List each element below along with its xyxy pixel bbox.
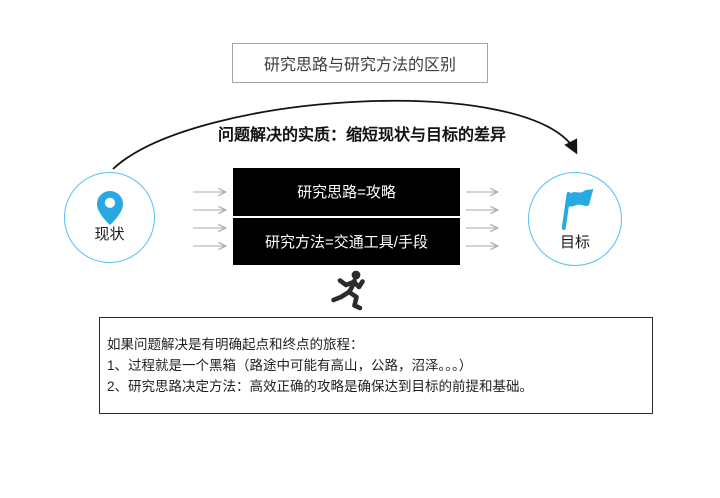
current-state-node: 现状 xyxy=(64,172,155,263)
subtitle-text: 问题解决的实质：缩短现状与目标的差异 xyxy=(217,127,506,144)
approach-box-text: 研究思路=攻略 xyxy=(297,184,396,202)
flag-icon xyxy=(561,188,594,230)
flow-arrows-left xyxy=(193,187,228,251)
note-line-3: 2、研究思路决定方法：高效正确的攻略是确保达到目标的前提和基础。 xyxy=(107,379,534,394)
note-line-1: 如果问题解决是有明确起点和终点的旅程： xyxy=(107,337,364,352)
title-text: 研究思路与研究方法的区别 xyxy=(263,57,456,74)
title-box: 研究思路与研究方法的区别 xyxy=(232,43,488,83)
note-box: 如果问题解决是有明确起点和终点的旅程： 1、过程就是一个黑箱（路途中可能有高山，… xyxy=(99,317,653,414)
process-boxes: 研究思路=攻略 研究方法=交通工具/手段 xyxy=(233,168,460,265)
goal-node: 目标 xyxy=(528,172,622,266)
approach-box: 研究思路=攻略 xyxy=(233,168,460,216)
runner-icon xyxy=(329,269,369,314)
flow-arrows-right xyxy=(466,187,500,251)
method-box: 研究方法=交通工具/手段 xyxy=(233,217,460,265)
goal-label: 目标 xyxy=(559,233,590,251)
method-box-text: 研究方法=交通工具/手段 xyxy=(265,233,428,251)
location-pin-icon xyxy=(96,191,123,226)
note-line-2: 1、过程就是一个黑箱（路途中可能有高山，公路，沼泽。。。） xyxy=(107,358,473,373)
current-state-label: 现状 xyxy=(94,226,125,244)
